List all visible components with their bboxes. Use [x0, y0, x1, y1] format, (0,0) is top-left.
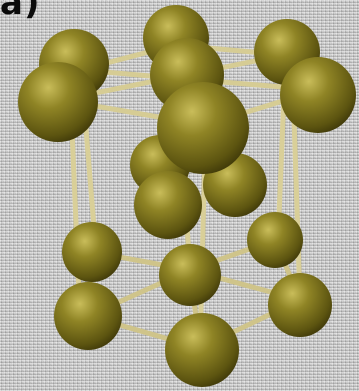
- atom-bottom-center: [159, 244, 221, 306]
- atom-top-front-right: [280, 57, 356, 133]
- bottom-layer-atoms: [54, 212, 332, 387]
- atom-bottom-back-left: [62, 222, 122, 282]
- atom-bottom-back-right: [247, 212, 303, 268]
- atom-bottom-front: [165, 313, 239, 387]
- atom-top-front-left: [18, 62, 98, 142]
- atom-bottom-front-left: [54, 282, 122, 350]
- atom-top-front: [157, 82, 249, 174]
- atom-bottom-front-right: [268, 273, 332, 337]
- top-layer-atoms: [18, 5, 356, 174]
- atom-middle-left: [134, 171, 202, 239]
